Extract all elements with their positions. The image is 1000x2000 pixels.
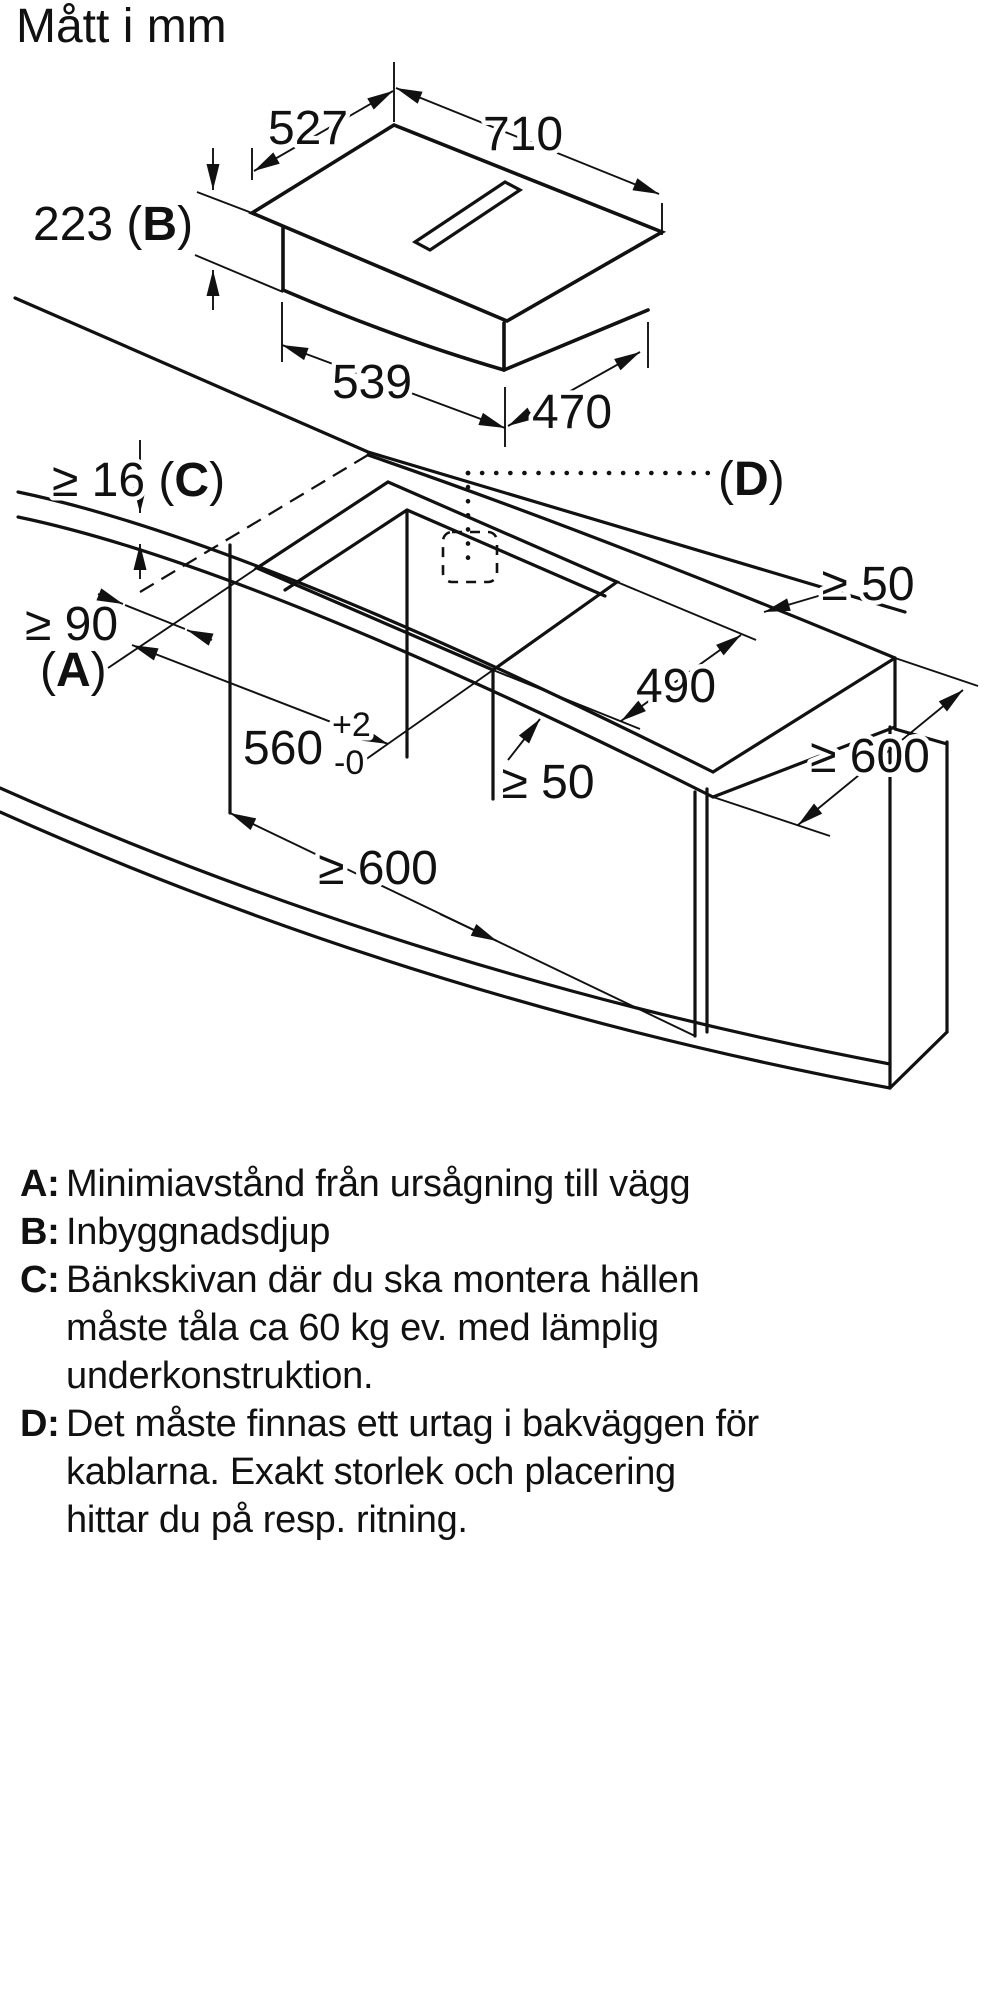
dim-label-527: 527 [268, 102, 348, 155]
dim-label-50-front: ≥ 50 [501, 756, 594, 809]
cable-recess-outline [441, 530, 499, 584]
dim-label-600-width: ≥ 600 [318, 842, 438, 895]
dim-710: 710 [395, 87, 663, 235]
dim-label-223B: 223 (B) [33, 198, 193, 251]
legend-item-B: B: Inbyggnadsdjup [20, 1208, 762, 1256]
dim-490: 490 [492, 581, 757, 730]
legend-item-A: A: Minimiavstånd från ursågning till väg… [20, 1160, 762, 1208]
dim-560: 560 +2 -0 [107, 567, 494, 787]
dim-527: 527 [251, 62, 395, 180]
dim-cabinet-width-600: ≥ 600 [229, 812, 696, 1037]
dim-thickness-C: ≥ 16 (C) [48, 440, 230, 579]
dim-223-B: 223 (B) [29, 148, 284, 310]
legend-item-D: D: Det måste finnas ett urtag i bakvägge… [20, 1400, 762, 1544]
dim-label-560-tol-plus: +2 [332, 706, 371, 744]
dim-wall-clearance-A: ≥ 90 (A) [21, 588, 214, 702]
dim-label-710: 710 [483, 108, 563, 161]
legend-text-A: Minimiavstånd från ursågning till vägg [66, 1163, 691, 1205]
dim-label-560: 560 [243, 722, 323, 775]
legend-key-C: C: [20, 1259, 60, 1301]
dim-label-50-back: ≥ 50 [821, 558, 914, 611]
legend-item-C: C: Bänkskivan där du ska montera hällen … [20, 1256, 762, 1400]
technical-drawing: Mått i mm 527 710 [0, 0, 979, 1090]
legend-key-A: A: [20, 1163, 60, 1205]
hob-isometric-drawing: 527 710 223 (B) 539 [29, 62, 667, 447]
dim-label-560-tol-minus: -0 [334, 744, 364, 782]
ref-label-A: (A) [40, 644, 107, 697]
legend-text-C: Bänkskivan där du ska montera hällen mås… [66, 1259, 700, 1397]
dim-label-600-depth: ≥ 600 [810, 730, 930, 783]
legend-key-B: B: [20, 1211, 60, 1253]
ref-D-cable-recess: (D) [441, 449, 789, 584]
dim-back-clearance-50: ≥ 50 [763, 554, 919, 616]
ref-label-D: (D) [718, 453, 785, 506]
dim-label-470: 470 [532, 386, 612, 439]
page-title: Mått i mm [16, 0, 227, 53]
side-wall-reference-line [139, 454, 369, 593]
legend: A: Minimiavstånd från ursågning till väg… [20, 1160, 762, 1544]
dim-worktop-depth-600: ≥ 600 [712, 657, 979, 837]
dim-470: 470 [507, 322, 649, 444]
base-cabinet [0, 543, 949, 1090]
legend-key-D: D: [20, 1403, 60, 1445]
worktop-installation-drawing: ≥ 16 (C) (D) ≥ 50 490 [0, 296, 979, 1090]
dim-front-clearance-50: ≥ 50 [497, 718, 599, 814]
dim-539: 539 [281, 302, 506, 447]
dim-label-490: 490 [636, 660, 716, 713]
dim-label-90: ≥ 90 [25, 598, 118, 651]
dim-label-539: 539 [332, 356, 412, 409]
dim-label-16C: ≥ 16 (C) [52, 454, 225, 507]
legend-text-B: Inbyggnadsdjup [66, 1211, 331, 1253]
legend-text-D: Det måste finnas ett urtag i bakväggen f… [66, 1403, 759, 1541]
